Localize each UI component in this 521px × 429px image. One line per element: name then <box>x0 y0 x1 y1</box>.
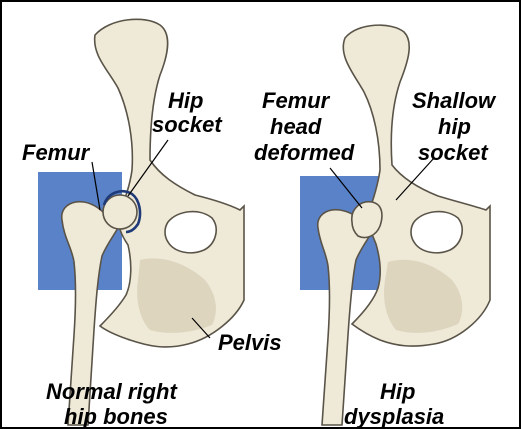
label-femur-head-line3: deformed <box>254 140 355 165</box>
caption-dysplasia-line2: dysplasia <box>344 404 444 429</box>
label-hip-socket-line2: socket <box>152 112 223 137</box>
label-hip-socket-line1: Hip <box>168 88 203 113</box>
obturator-foramen-right <box>411 212 462 253</box>
label-shallow-line2: hip <box>438 114 471 139</box>
label-femur-head-line1: Femur <box>262 88 331 113</box>
caption-normal-line1: Normal right <box>46 379 178 404</box>
obturator-foramen-left <box>165 212 216 253</box>
label-femur-left: Femur <box>22 140 91 165</box>
caption-dysplasia-line1: Hip <box>380 379 415 404</box>
label-femur-head-line2: head <box>270 114 322 139</box>
label-shallow-line3: socket <box>418 140 489 165</box>
femur-head-left <box>103 195 137 229</box>
label-pelvis: Pelvis <box>218 330 282 355</box>
caption-normal-line2: hip bones <box>64 404 168 429</box>
label-shallow-line1: Shallow <box>412 88 497 113</box>
